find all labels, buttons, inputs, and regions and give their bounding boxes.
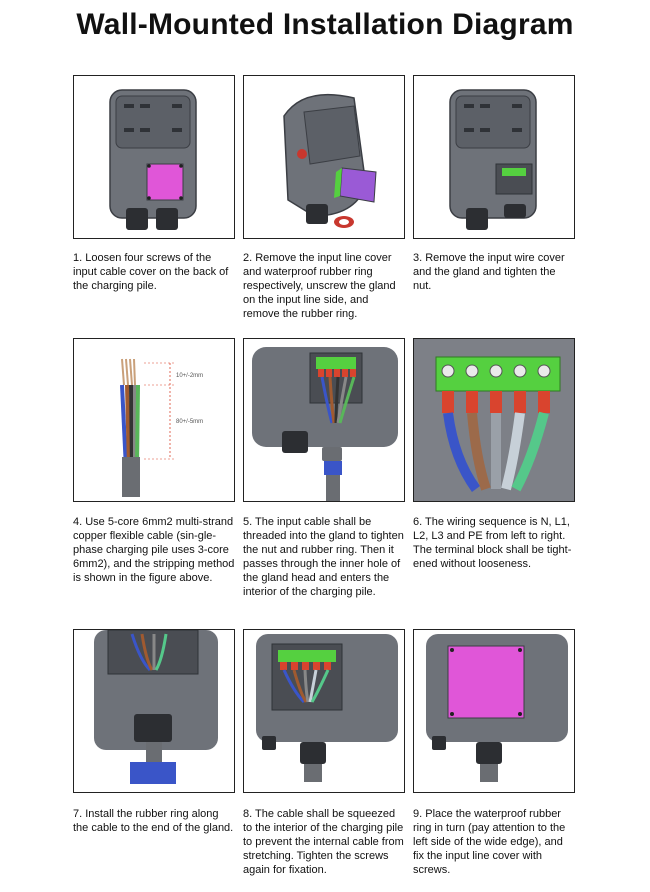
insulation-length-label: 80+/-5mm bbox=[176, 419, 203, 425]
step-4-illustration: 10+/-2mm 80+/-5mm bbox=[73, 338, 235, 502]
terminal-block-image bbox=[414, 339, 574, 501]
step-8-caption: 8. The cable shall be squeezed to the in… bbox=[243, 808, 404, 876]
cable-stripping-image: 10+/-2mm 80+/-5mm bbox=[120, 358, 203, 497]
step-1-illustration bbox=[73, 75, 235, 239]
step-3-caption: 3. Remove the input wire cover and the g… bbox=[413, 252, 565, 292]
cable-pushed-image bbox=[256, 634, 398, 782]
step-9-illustration bbox=[413, 629, 575, 793]
strip-length-label: 10+/-2mm bbox=[176, 373, 203, 379]
page-title: Wall-Mounted Installation Diagram bbox=[76, 8, 574, 41]
step-6-illustration bbox=[413, 338, 575, 502]
step-8-illustration bbox=[243, 629, 405, 793]
charger-angled-image bbox=[283, 93, 377, 228]
step-3-illustration bbox=[413, 75, 575, 239]
step-2-caption: 2. Remove the input line cover and water… bbox=[243, 252, 396, 320]
step-5-illustration bbox=[243, 338, 405, 502]
step-2-illustration bbox=[243, 75, 405, 239]
cable-gland-image bbox=[252, 347, 398, 501]
step-1-caption: 1. Loosen four screws of the input cable… bbox=[73, 252, 229, 292]
step-6-caption: 6. The wiring sequence is N, L1, L2, L3 … bbox=[413, 516, 572, 570]
step-4-caption: 4. Use 5-core 6mm2 multi-strand copper f… bbox=[73, 516, 235, 584]
step-7-illustration bbox=[73, 629, 235, 793]
rubber-ring-image bbox=[94, 630, 218, 784]
step-7-caption: 7. Install the rubber ring along the cab… bbox=[73, 808, 234, 834]
charger-back-image bbox=[109, 89, 197, 230]
step-9-caption: 9. Place the waterproof rubber ring in t… bbox=[413, 808, 566, 876]
cover-reinstalled-image bbox=[426, 634, 568, 782]
step-5-caption: 5. The input cable shall be threaded int… bbox=[243, 516, 404, 598]
charger-terminal-image bbox=[449, 89, 537, 230]
